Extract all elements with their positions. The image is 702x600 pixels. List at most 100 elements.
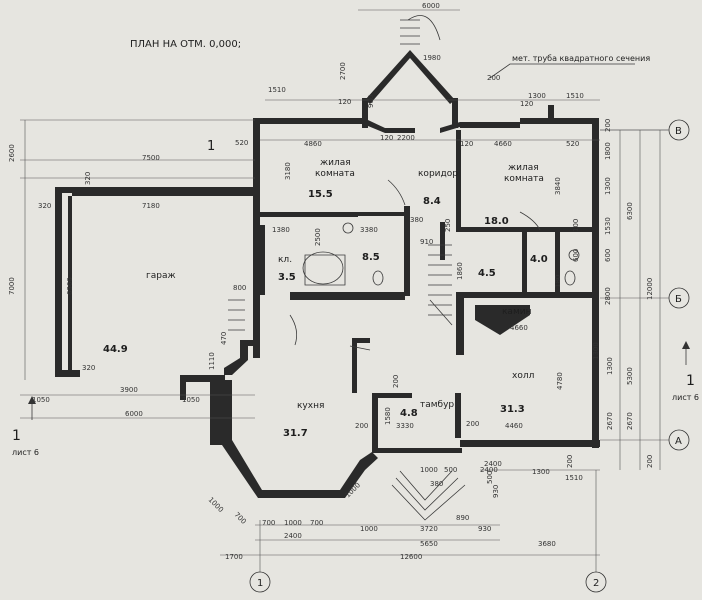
room-name-pantry: кл. (278, 255, 292, 265)
dim-text: 1530 (604, 217, 612, 235)
room-name-living2-l2: комната (504, 174, 544, 184)
axis-label-v: В (675, 126, 682, 137)
room-area-garage: 44.9 (103, 344, 128, 355)
dim-text: 1580 (384, 407, 392, 425)
axis-label-a: А (675, 436, 682, 447)
dim-text: 890 (456, 514, 469, 522)
dim-text: 200 (487, 74, 500, 82)
dim-text: 6300 (626, 202, 634, 220)
room-name-hall: холл (512, 371, 534, 381)
dim-text: 1510 (565, 474, 583, 482)
dim-text: 5300 (626, 367, 634, 385)
dim-text: 7500 (142, 154, 160, 162)
room-name-living2-l1: жилая (508, 163, 539, 173)
dim-text: 120 (520, 100, 533, 108)
dim-text: 700 (262, 519, 275, 527)
room-area-wc: 4.0 (530, 254, 548, 265)
sheet-ref-right-sheet: лист 6 (672, 393, 699, 402)
dim-text: 2670 (626, 412, 634, 430)
dim-text: 930 (478, 525, 491, 533)
dim-text: 2800 (604, 287, 612, 305)
dim-text: 1510 (268, 86, 286, 94)
dim-text: 6000 (125, 410, 143, 418)
walls (55, 50, 600, 498)
dim-text: 1050 (182, 396, 200, 404)
dim-text: 1110 (208, 352, 216, 370)
dim-text: 1000 (207, 496, 225, 514)
dim-text: 1860 (456, 262, 464, 280)
pipe-note: мет. труба квадратного сечения (512, 54, 650, 63)
dim-text: 320 (38, 202, 51, 210)
dim-text: 4860 (304, 140, 322, 148)
dim-text: 250 (444, 219, 452, 232)
room-name-kitchen: кухня (297, 401, 324, 411)
dim-text: 4780 (556, 372, 564, 390)
dim-text: 2400 (484, 460, 502, 468)
room-area-hall: 31.3 (500, 404, 525, 415)
dim-text: 4660 (494, 140, 512, 148)
axis-label-2: 2 (593, 578, 599, 589)
dim-text: 7000 (8, 277, 16, 295)
dim-text: 1300 (532, 468, 550, 476)
sheet-ref-left-num: 1 (12, 428, 21, 444)
dim-text: 1000 (360, 525, 378, 533)
axis-marker-1 (249, 571, 271, 593)
dim-text: 2600 (8, 144, 16, 162)
room-area-kitchen: 31.7 (283, 428, 308, 439)
sheet-ref-right: 1 лист 6 (672, 341, 699, 402)
dim-text: 930 (492, 485, 500, 498)
dim-text: 1300 (592, 342, 600, 360)
dim-text: 900 (367, 95, 375, 108)
dim-text: 5650 (420, 540, 438, 548)
dim-text: 120 (338, 98, 351, 106)
dim-text: 320 (84, 172, 92, 185)
dim-text: 12000 (646, 278, 654, 300)
dim-text: 700 (310, 519, 323, 527)
room-area-corridor: 8.4 (423, 196, 441, 207)
dim-text: 200 (466, 420, 479, 428)
dim-text: 2400 (480, 466, 498, 474)
dim-text: 1000 (420, 466, 438, 474)
dim-text: 3900 (120, 386, 138, 394)
dim-text: 700 (233, 511, 248, 526)
axis-label-1: 1 (257, 578, 263, 589)
section-mark: 1 (207, 139, 215, 154)
dim-text: 200 (604, 119, 612, 132)
axis-markers: В Б А 1 2 (249, 119, 690, 593)
dim-text: 2670 (606, 412, 614, 430)
dim-text: 1800 (604, 142, 612, 160)
dim-text: 6360 (66, 277, 74, 295)
room-name-garage: гараж (146, 271, 176, 281)
dim-text: 910 (420, 238, 433, 246)
dim-text: 2700 (339, 62, 347, 80)
dim-text: 120 (460, 140, 473, 148)
room-name-corridor: коридор (418, 169, 458, 179)
room-labels: жилая комната 15.5 коридор 8.4 жилая ком… (103, 158, 548, 439)
dim-text: 4460 (505, 422, 523, 430)
dim-text: 1300 (606, 357, 614, 375)
dim-text: 200 (355, 422, 368, 430)
room-area-living1: 15.5 (308, 189, 333, 200)
dim-text: 800 (233, 284, 246, 292)
dim-text: 1300 (528, 92, 546, 100)
dim-text: 1980 (423, 54, 441, 62)
dim-text: 3380 (360, 226, 378, 234)
dimension-lines (20, 9, 670, 575)
dim-text: 2200 (397, 134, 415, 142)
dim-text: 180 (554, 275, 562, 288)
dim-text: 1380 (272, 226, 290, 234)
dim-text: 7180 (142, 202, 160, 210)
room-name-vestibule: тамбур (420, 400, 454, 410)
dim-text: 2500 (314, 228, 322, 246)
dim-text: 3840 (554, 177, 562, 195)
drawing-title: ПЛАН НА ОТМ. 0,000; (130, 39, 241, 50)
dim-text: 1000 (284, 519, 302, 527)
dim-text: 12600 (400, 553, 422, 561)
dim-text: 3680 (538, 540, 556, 548)
dim-text: 200 (392, 375, 400, 388)
axis-label-b: Б (675, 294, 682, 305)
dim-text: 470 (220, 332, 228, 345)
dim-text: 1700 (225, 553, 243, 561)
dim-text: 3720 (420, 525, 438, 533)
